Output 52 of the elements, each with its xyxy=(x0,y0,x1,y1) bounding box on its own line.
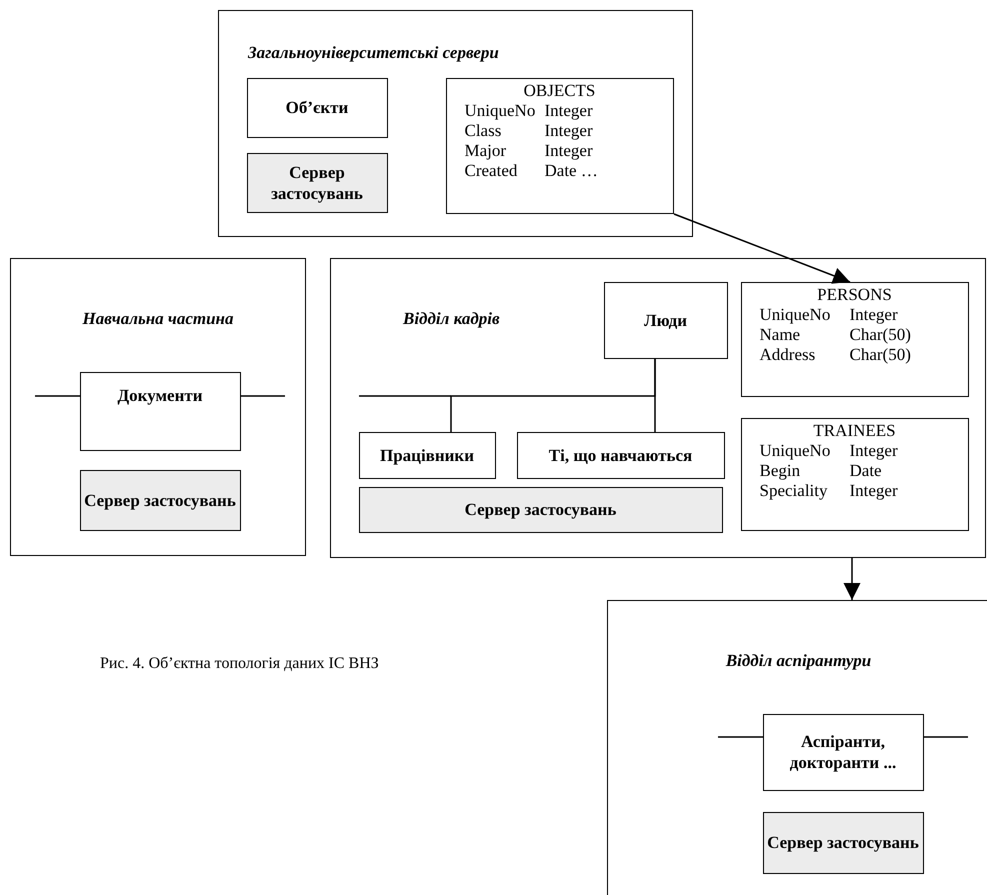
table-box xyxy=(446,78,674,214)
connector-line xyxy=(924,736,968,738)
department-panel xyxy=(330,258,986,558)
field-name: UniqueNo xyxy=(464,100,536,120)
panel-heading: Загальноуніверситетські сервери xyxy=(248,43,499,63)
field-type: Date … xyxy=(544,160,599,180)
table-box xyxy=(740,418,968,530)
field-type: Integer xyxy=(850,480,899,500)
entity-box: Ті, що навчаються xyxy=(516,432,724,478)
field-type: Integer xyxy=(850,304,899,324)
panel-heading: Відділ кадрів xyxy=(403,309,500,329)
table-box xyxy=(740,282,968,396)
field-type: Date xyxy=(850,460,883,480)
figure-caption: Рис. 4. Об’єктна топологія даних ІС ВНЗ xyxy=(100,655,379,673)
connector-line xyxy=(718,736,763,738)
field-type: Integer xyxy=(544,100,594,120)
field-type: Integer xyxy=(544,140,594,160)
table-title: OBJECTS xyxy=(522,80,596,100)
department-panel xyxy=(607,600,987,895)
field-type: Integer xyxy=(544,120,594,140)
field-type: Integer xyxy=(850,440,899,460)
entity-box: Аспіранти, докторанти ... xyxy=(762,714,924,790)
field-type: Char(50) xyxy=(850,324,912,344)
department-panel xyxy=(10,258,306,556)
server-box: Сервер застосувань xyxy=(246,152,388,212)
server-box: Сервер застосувань xyxy=(358,486,722,532)
arrow xyxy=(674,213,850,284)
entity-box: Об’єкти xyxy=(246,78,388,138)
connector-line xyxy=(35,395,80,397)
panel-heading: Навчальна частина xyxy=(82,309,234,329)
field-name: Address xyxy=(760,344,816,364)
table-title: PERSONS xyxy=(816,284,893,304)
panel-heading: Відділ аспірантури xyxy=(726,651,872,671)
field-name: Created xyxy=(464,160,518,180)
table-title: TRAINEES xyxy=(812,420,897,440)
server-box: Сервер застосувань xyxy=(80,470,240,530)
connector-line xyxy=(241,395,285,397)
server-box: Сервер застосувань xyxy=(762,812,924,874)
field-name: Begin xyxy=(760,460,802,480)
field-name: Major xyxy=(464,140,508,160)
connector-line xyxy=(654,359,656,432)
field-name: UniqueNo xyxy=(760,440,832,460)
field-name: Speciality xyxy=(760,480,828,500)
department-panel xyxy=(218,10,693,237)
entity-box: Документи xyxy=(80,372,240,450)
entity-box: Працівники xyxy=(358,432,496,478)
field-name: Class xyxy=(464,120,502,140)
arrow xyxy=(844,558,860,600)
entity-box: Люди xyxy=(604,282,728,358)
field-type: Char(50) xyxy=(850,344,912,364)
field-name: UniqueNo xyxy=(760,304,832,324)
field-name: Name xyxy=(760,324,802,344)
